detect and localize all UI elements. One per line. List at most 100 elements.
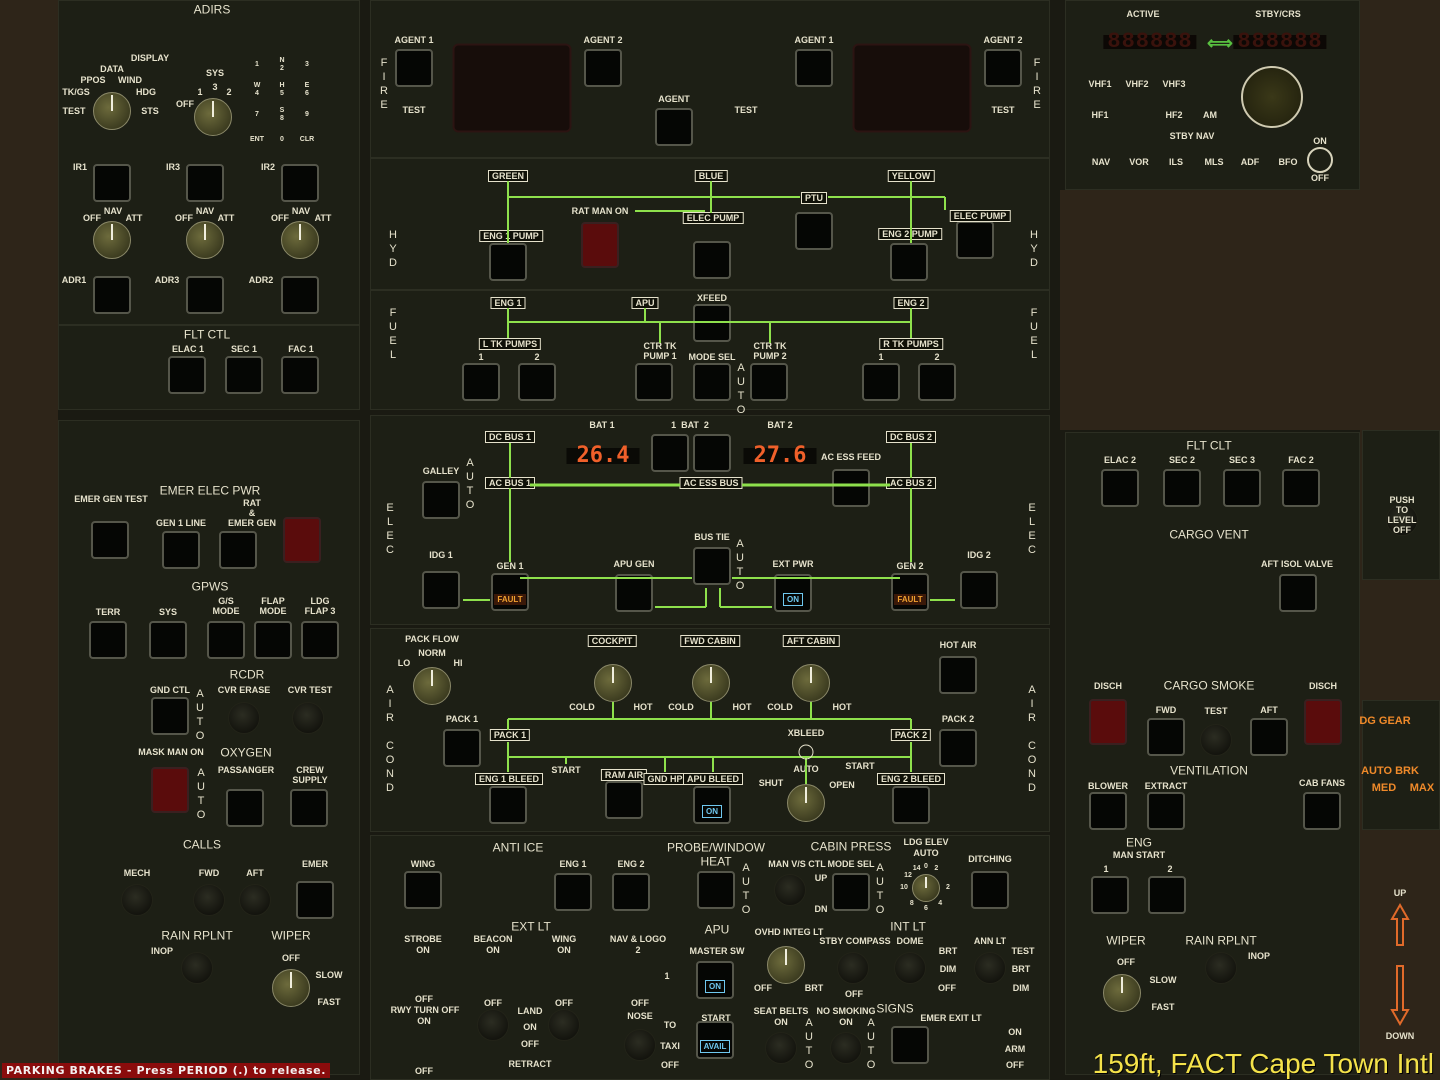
push-button[interactable] bbox=[605, 781, 643, 819]
push-button[interactable] bbox=[891, 1026, 929, 1064]
toggle-switch[interactable] bbox=[774, 874, 806, 906]
push-button[interactable] bbox=[939, 656, 977, 694]
push-button[interactable] bbox=[612, 873, 650, 911]
push-button[interactable] bbox=[1147, 792, 1185, 830]
push-button[interactable] bbox=[254, 621, 292, 659]
keypad-key[interactable]: N 2 bbox=[279, 57, 285, 72]
ldg-elev-knob[interactable] bbox=[912, 874, 940, 902]
push-button[interactable] bbox=[290, 789, 328, 827]
push-button[interactable] bbox=[225, 356, 263, 394]
toggle-switch[interactable] bbox=[837, 952, 869, 984]
guarded-button[interactable] bbox=[1089, 699, 1127, 745]
rotary-knob[interactable] bbox=[194, 98, 232, 136]
push-button[interactable] bbox=[162, 531, 200, 569]
guarded-button[interactable] bbox=[581, 222, 619, 268]
power-switch[interactable] bbox=[1307, 147, 1333, 173]
toggle-switch[interactable] bbox=[894, 952, 926, 984]
push-button[interactable] bbox=[186, 164, 224, 202]
push-button[interactable] bbox=[462, 363, 500, 401]
push-button[interactable] bbox=[219, 531, 257, 569]
toggle-switch[interactable] bbox=[1205, 952, 1237, 984]
push-button[interactable] bbox=[186, 276, 224, 314]
push-button[interactable] bbox=[1250, 718, 1288, 756]
push-button[interactable] bbox=[93, 276, 131, 314]
push-button[interactable] bbox=[1089, 792, 1127, 830]
push-button[interactable] bbox=[984, 49, 1022, 87]
push-button[interactable] bbox=[1147, 718, 1185, 756]
push-button[interactable] bbox=[296, 881, 334, 919]
rotary-knob[interactable] bbox=[186, 221, 224, 259]
push-button[interactable] bbox=[939, 729, 977, 767]
push-button[interactable] bbox=[168, 356, 206, 394]
keypad-key[interactable]: 3 bbox=[305, 61, 309, 68]
push-button[interactable] bbox=[422, 571, 460, 609]
push-button[interactable] bbox=[1091, 876, 1129, 914]
push-button[interactable]: FAULT bbox=[491, 573, 529, 611]
push-button[interactable] bbox=[655, 108, 693, 146]
push-button[interactable] bbox=[93, 164, 131, 202]
push-button[interactable] bbox=[281, 276, 319, 314]
rotary-knob[interactable] bbox=[692, 664, 730, 702]
fire-handle[interactable] bbox=[452, 43, 572, 133]
rotary-knob[interactable] bbox=[1103, 974, 1141, 1012]
push-button[interactable] bbox=[91, 521, 129, 559]
push-button[interactable] bbox=[697, 871, 735, 909]
toggle-switch[interactable] bbox=[239, 884, 271, 916]
push-button[interactable] bbox=[395, 49, 433, 87]
push-button[interactable] bbox=[956, 221, 994, 259]
keypad-key[interactable]: 0 bbox=[280, 136, 284, 143]
keypad-key[interactable]: H 5 bbox=[279, 82, 285, 97]
push-button[interactable] bbox=[862, 363, 900, 401]
push-button[interactable] bbox=[149, 621, 187, 659]
push-button[interactable] bbox=[89, 621, 127, 659]
keypad-key[interactable]: 7 bbox=[255, 111, 259, 118]
push-button[interactable] bbox=[615, 574, 653, 612]
push-button[interactable] bbox=[489, 786, 527, 824]
push-button[interactable] bbox=[1101, 469, 1139, 507]
push-button[interactable] bbox=[832, 873, 870, 911]
toggle-switch[interactable] bbox=[477, 1009, 509, 1041]
push-button[interactable] bbox=[635, 363, 673, 401]
push-button[interactable] bbox=[1282, 469, 1320, 507]
rotary-knob[interactable] bbox=[767, 946, 805, 984]
push-button[interactable] bbox=[960, 571, 998, 609]
push-button[interactable] bbox=[693, 434, 731, 472]
keypad-key[interactable]: W 4 bbox=[253, 82, 261, 97]
push-button[interactable] bbox=[750, 363, 788, 401]
toggle-switch[interactable] bbox=[181, 952, 213, 984]
toggle-switch[interactable] bbox=[1386, 504, 1418, 536]
push-button[interactable] bbox=[1223, 469, 1261, 507]
rotary-knob[interactable] bbox=[93, 221, 131, 259]
push-button[interactable] bbox=[281, 356, 319, 394]
rotary-knob[interactable] bbox=[413, 667, 451, 705]
push-button[interactable] bbox=[651, 434, 689, 472]
push-button[interactable] bbox=[1279, 574, 1317, 612]
rotary-knob[interactable] bbox=[281, 221, 319, 259]
rotary-knob[interactable] bbox=[272, 969, 310, 1007]
push-button[interactable] bbox=[489, 243, 527, 281]
toggle-switch[interactable] bbox=[765, 1032, 797, 1064]
push-button[interactable] bbox=[207, 621, 245, 659]
push-button[interactable] bbox=[518, 363, 556, 401]
keypad-key[interactable]: ENT bbox=[250, 136, 264, 143]
push-button[interactable]: ON bbox=[696, 961, 734, 999]
guarded-button[interactable] bbox=[283, 517, 321, 563]
push-button[interactable] bbox=[693, 363, 731, 401]
toggle-switch[interactable] bbox=[228, 702, 260, 734]
toggle-switch[interactable] bbox=[1200, 724, 1232, 756]
push-button[interactable] bbox=[404, 871, 442, 909]
toggle-switch[interactable] bbox=[121, 884, 153, 916]
push-button[interactable] bbox=[918, 363, 956, 401]
push-button[interactable]: ON bbox=[774, 574, 812, 612]
push-button[interactable] bbox=[301, 621, 339, 659]
push-button[interactable] bbox=[693, 241, 731, 279]
keypad-key[interactable]: 1 bbox=[255, 61, 259, 68]
push-button[interactable]: ON bbox=[693, 786, 731, 824]
push-button[interactable]: FAULT bbox=[891, 573, 929, 611]
keypad-key[interactable]: 9 bbox=[305, 111, 309, 118]
rotary-knob[interactable] bbox=[594, 664, 632, 702]
push-button[interactable] bbox=[1303, 792, 1341, 830]
keypad-key[interactable]: E 6 bbox=[304, 82, 310, 97]
toggle-switch[interactable] bbox=[830, 1032, 862, 1064]
push-button[interactable] bbox=[226, 789, 264, 827]
